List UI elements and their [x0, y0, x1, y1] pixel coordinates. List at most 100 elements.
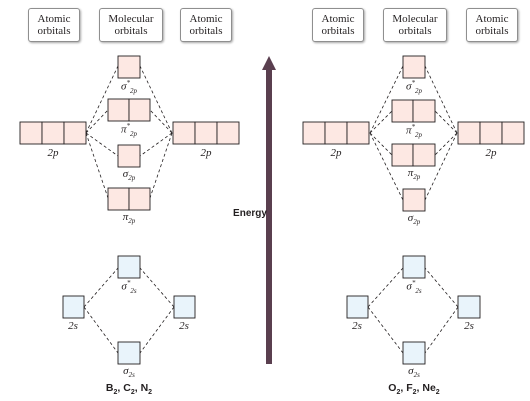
- header-line-2: orbitals: [321, 25, 355, 37]
- text: O: [388, 382, 397, 394]
- left-sigma-star-2p-box: [117, 55, 141, 79]
- subscript: 2: [412, 389, 417, 397]
- left-pi-star-2p-boxes: [107, 98, 151, 122]
- right-sigma-star-2p-label: σ*2p: [384, 79, 444, 95]
- left-pi-2p-boxes: [107, 187, 151, 211]
- orbital-box: [346, 121, 370, 145]
- connector: [139, 306, 175, 354]
- symbol: σ: [406, 80, 412, 93]
- header-left-atomic-right: Atomic orbitals: [180, 8, 232, 42]
- right-pi-2p-label: π2p: [384, 167, 444, 181]
- left-atomic-2p-right-label: 2p: [200, 147, 212, 159]
- header-left-atomic: Atomic orbitals: [28, 8, 80, 42]
- orbital-box: [128, 187, 151, 211]
- symbol: π: [405, 124, 412, 137]
- right-atomic-2p-right-label: 2p: [485, 147, 497, 159]
- right-sigma-star-2s-box: [402, 255, 426, 279]
- left-sigma-2p-box: [117, 144, 141, 168]
- left-atomic-2s-left-label: 2s: [68, 320, 78, 332]
- left-atomic-2s-right-box: [173, 295, 196, 319]
- orbital-box: [172, 121, 196, 145]
- header-line-1: Molecular: [108, 13, 154, 25]
- subscript: 2p: [414, 86, 422, 95]
- left-sigma-star-2s-box: [117, 255, 141, 279]
- symbol: σ: [406, 280, 412, 293]
- text: , Ne: [416, 382, 436, 394]
- connector: [85, 132, 109, 199]
- right-atomic-2s-left-box: [346, 295, 369, 319]
- orbital-box: [41, 121, 65, 145]
- subscript: 2s: [413, 371, 420, 380]
- left-sigma-2s-box: [117, 341, 141, 365]
- header-line-2: orbitals: [114, 25, 148, 37]
- right-sigma-2s-box: [402, 341, 426, 365]
- header-left-molecular: Molecular orbitals: [99, 8, 163, 42]
- left-sigma-2s-label: σ2s: [99, 365, 159, 379]
- orbital-box: [216, 121, 240, 145]
- header-line-1: Atomic: [475, 13, 509, 25]
- symbol: π: [122, 211, 129, 223]
- orbital-box: [19, 121, 43, 145]
- symbol: σ: [121, 280, 127, 293]
- left-atomic-2p-left-label: 2p: [47, 147, 59, 159]
- header-line-2: orbitals: [475, 25, 509, 37]
- orbital-box: [501, 121, 525, 145]
- subscript: 2p: [128, 174, 136, 183]
- right-sigma-2p-box: [402, 188, 426, 212]
- orbital-box: [63, 121, 87, 145]
- text: , F: [400, 382, 413, 394]
- left-orbital-boxes: [19, 55, 240, 365]
- star: *: [411, 79, 415, 87]
- connector: [424, 306, 459, 354]
- orbital-box: [107, 187, 130, 211]
- left-atomic-2p-left: [19, 121, 87, 145]
- right-system-label: O2, F2, Ne2: [354, 382, 474, 396]
- subscript: 2p: [415, 130, 422, 139]
- subscript: 2: [130, 389, 135, 397]
- subscript: 2p: [128, 217, 136, 226]
- left-connector-lines: [83, 65, 175, 354]
- symbol: π: [120, 123, 127, 136]
- star: *: [126, 79, 130, 87]
- orbital-box: [128, 98, 151, 122]
- orbital-box: [457, 121, 481, 145]
- connector: [83, 306, 119, 354]
- connector: [139, 132, 173, 157]
- right-connector-lines: [367, 65, 459, 354]
- connector: [139, 65, 173, 134]
- subscript: 2: [113, 389, 118, 397]
- star: *: [411, 123, 416, 131]
- left-sigma-2p-label: σ2p: [99, 168, 159, 182]
- subscript: 2p: [129, 86, 137, 95]
- subscript: 2: [435, 389, 440, 397]
- subscript: 2p: [130, 129, 137, 138]
- subscript: 2s: [130, 286, 137, 295]
- right-pi-star-2p-boxes: [391, 99, 436, 123]
- connector: [424, 65, 458, 134]
- orbital-box: [391, 143, 414, 167]
- header-line-1: Atomic: [189, 13, 223, 25]
- orbital-box: [324, 121, 348, 145]
- right-atomic-2p-left-label: 2p: [330, 147, 342, 159]
- left-sigma-star-2s-label: σ*2s: [99, 279, 159, 295]
- left-sigma-star-2p-label: σ*2p: [99, 79, 159, 95]
- right-atomic-2p-right: [457, 121, 525, 145]
- energy-arrow-head: [262, 56, 276, 70]
- right-atomic-2s-left-label: 2s: [352, 320, 362, 332]
- header-right-atomic-right: Atomic orbitals: [466, 8, 518, 42]
- right-pi-star-2p-label: π*2p: [384, 123, 444, 139]
- header-right-molecular: Molecular orbitals: [383, 8, 447, 42]
- text: , C: [117, 382, 131, 394]
- left-atomic-2s-left-box: [62, 295, 85, 319]
- text: , N: [134, 382, 149, 394]
- energy-arrow: [262, 56, 276, 364]
- header-line-1: Molecular: [392, 13, 438, 25]
- right-sigma-2p-label: σ2p: [384, 212, 444, 226]
- right-sigma-2s-label: σ2s: [384, 365, 444, 379]
- subscript: 2s: [128, 371, 135, 380]
- orbital-box: [194, 121, 218, 145]
- left-pi-star-2p-label: π*2p: [99, 122, 159, 138]
- symbol: σ: [121, 80, 127, 93]
- symbol: σ: [122, 168, 129, 180]
